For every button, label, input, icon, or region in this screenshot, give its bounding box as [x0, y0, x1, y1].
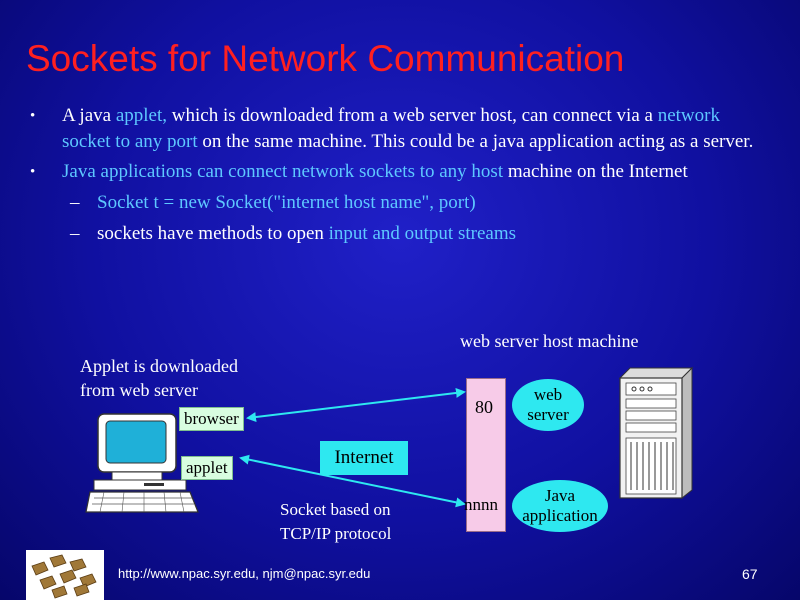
dash-icon: –: [70, 192, 80, 213]
bullet-list: • A java applet, which is downloaded fro…: [30, 103, 770, 247]
bullet-item: • Java applications can connect network …: [30, 159, 770, 185]
plain-text: which is downloaded from a web server ho…: [167, 105, 658, 126]
browser-label: browser: [179, 407, 244, 431]
bullet-item: • A java applet, which is downloaded fro…: [30, 103, 770, 155]
plain-text: A java: [62, 105, 116, 126]
sub-bullet-text: sockets have methods to open input and o…: [97, 223, 516, 244]
highlighted-text: Socket t = new Socket("internet host nam…: [97, 192, 476, 213]
server-tower-icon: [618, 366, 694, 500]
applet-to-nnnn-arrow: [239, 454, 466, 508]
applet-caption: Applet is downloaded from web server: [80, 356, 238, 400]
dash-icon: –: [70, 223, 80, 244]
applet-label: applet: [181, 456, 233, 480]
web-server-ellipse: web server: [512, 379, 584, 431]
highlighted-text: network socket to any port: [62, 105, 720, 152]
highlighted-text: input and output streams: [328, 223, 516, 244]
host-caption: web server host machine: [460, 331, 639, 351]
sub-bullet-text: Socket t = new Socket("internet host nam…: [97, 192, 476, 213]
page-number: 67: [742, 566, 758, 582]
sub-bullet-item: – sockets have methods to open input and…: [30, 221, 770, 247]
bullet-dot-icon: •: [30, 164, 36, 180]
bullet-text: Java applications can connect network so…: [62, 161, 688, 182]
highlighted-text: applet,: [115, 105, 168, 126]
highlighted-text: Java applications can connect network so…: [62, 161, 504, 182]
bullet-dot-icon: •: [30, 108, 36, 124]
footer-url: http://www.npac.syr.edu, njm@npac.syr.ed…: [118, 566, 371, 581]
plain-text: on the same machine. This could be a jav…: [197, 131, 754, 152]
slide-title: Sockets for Network Communication: [26, 38, 625, 79]
sub-bullet-item: – Socket t = new Socket("internet host n…: [30, 190, 770, 216]
computer-icon: [85, 413, 199, 513]
browser-to-port80-arrow: [246, 387, 466, 423]
port-nnnn-label: nnnn: [464, 495, 498, 514]
java-application-ellipse: Java application: [512, 480, 608, 532]
internet-box: Internet: [320, 441, 408, 475]
port-bar: [466, 378, 506, 532]
plain-text: machine on the Internet: [503, 161, 688, 182]
plain-text: sockets have methods to open: [97, 223, 329, 244]
npac-logo-icon: [26, 550, 104, 600]
bullet-text: A java applet, which is downloaded from …: [62, 105, 753, 152]
port-80-label: 80: [475, 397, 493, 417]
socket-caption: Socket based on TCP/IP protocol: [280, 500, 392, 543]
